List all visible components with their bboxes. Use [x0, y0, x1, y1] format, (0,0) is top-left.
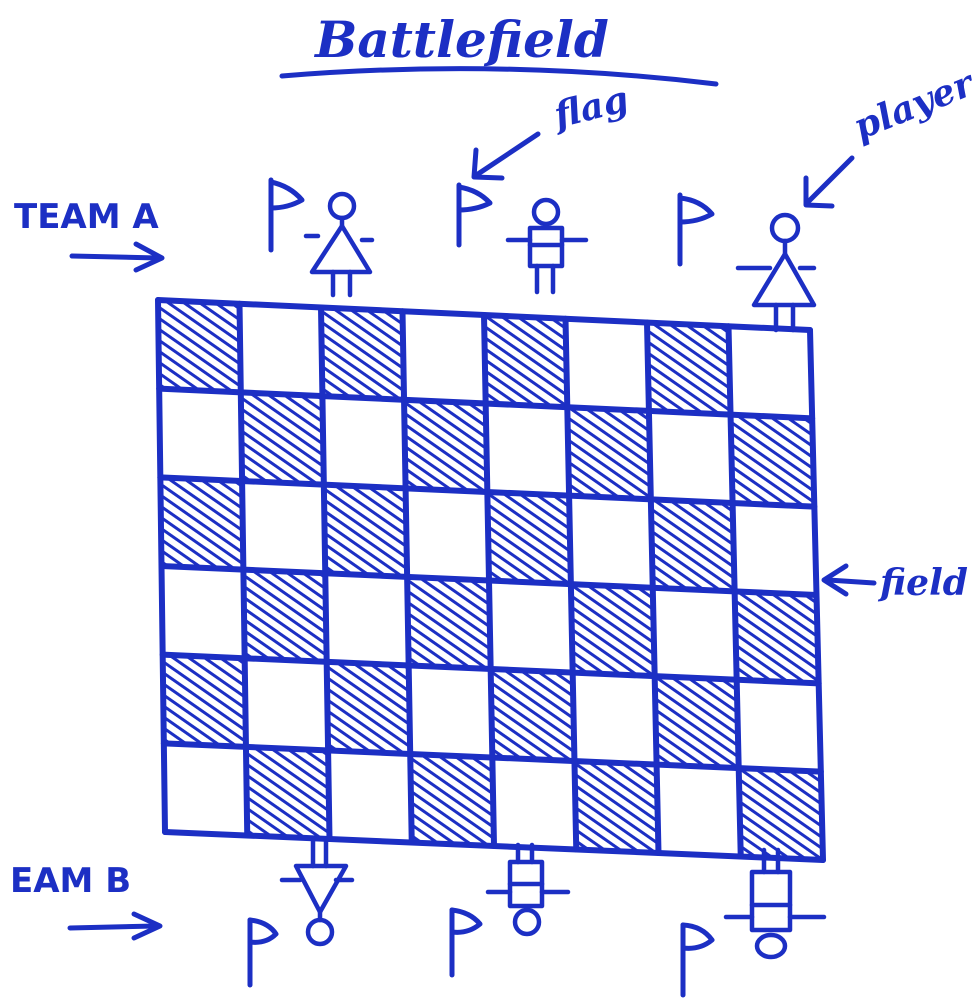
field-cell-shaded: [571, 584, 655, 676]
field-cell-empty: [322, 396, 405, 488]
flag-icon: [271, 180, 302, 250]
team-b-units: [250, 840, 824, 995]
field-cell-shaded: [731, 415, 815, 507]
player-icon: [738, 215, 814, 330]
field-label-arrow: [824, 566, 874, 594]
field-cell-empty: [649, 411, 733, 503]
field-cell-empty: [245, 658, 328, 750]
player-icon: [306, 194, 372, 295]
player-icon: [488, 845, 568, 934]
field-label: field: [877, 562, 968, 604]
team-b-arrow: [70, 914, 160, 938]
field-cell-shaded: [487, 492, 571, 584]
field-cell-empty: [489, 581, 573, 673]
field-cell-shaded: [241, 392, 324, 484]
player-label: player: [848, 61, 979, 148]
title-underline: [282, 69, 716, 84]
field-cell-empty: [409, 665, 493, 757]
field-cell-empty: [657, 765, 741, 857]
field-cell-empty: [653, 588, 737, 680]
field-cell-shaded: [324, 485, 407, 577]
field-cell-shaded: [739, 768, 823, 860]
field-cell-shaded: [246, 747, 330, 839]
team-b-label: EAM B: [10, 861, 131, 901]
field-cell-shaded: [651, 499, 735, 591]
field-cell-shaded: [574, 761, 658, 853]
field-cell-shaded: [647, 323, 731, 415]
field-cell-empty: [242, 481, 325, 573]
field-cell-empty: [403, 311, 486, 403]
field-cell-shaded: [484, 315, 567, 407]
flag-label: flag: [547, 78, 633, 138]
player-icon: [726, 850, 824, 957]
field-cell-shaded: [160, 477, 243, 569]
field-cell-shaded: [158, 300, 241, 392]
field-cell-shaded: [410, 754, 494, 846]
field-cell-shaded: [567, 407, 651, 499]
field-cell-empty: [406, 488, 489, 580]
field-cell-empty: [566, 319, 649, 411]
flag-icon: [250, 920, 276, 985]
field-cell-empty: [240, 304, 323, 396]
player-label-arrow: [806, 158, 852, 206]
team-a-arrow: [72, 244, 162, 270]
flag-icon: [452, 910, 480, 975]
field-cell-shaded: [407, 577, 491, 669]
flag-label-arrow: [474, 134, 538, 178]
field-cell-shaded: [735, 591, 819, 683]
field-cell-empty: [729, 326, 813, 418]
field-cell-shaded: [243, 570, 326, 662]
field-cell-empty: [159, 389, 242, 481]
field-cell-empty: [164, 743, 247, 835]
field-cell-shaded: [163, 655, 246, 747]
field-cell-empty: [492, 758, 576, 850]
flag-icon: [459, 185, 490, 245]
team-a-label: TEAM A: [14, 197, 159, 237]
page-title: Battlefield: [313, 10, 609, 69]
field-cell-shaded: [404, 400, 487, 492]
field-cell-empty: [573, 673, 657, 765]
player-icon: [282, 840, 352, 944]
field-cell-empty: [737, 680, 821, 772]
field-cell-empty: [328, 750, 412, 842]
field-cell-empty: [486, 404, 569, 496]
flag-icon: [680, 195, 712, 264]
field-cell-shaded: [491, 669, 575, 761]
field-cell-shaded: [655, 676, 739, 768]
field-cell-shaded: [321, 308, 404, 400]
field-cell-empty: [569, 496, 653, 588]
field-cell-shaded: [327, 662, 411, 754]
field-cell-empty: [325, 573, 408, 665]
field-cell-empty: [733, 503, 817, 595]
player-icon: [508, 200, 586, 292]
field-cell-empty: [162, 566, 245, 658]
flag-icon: [683, 925, 712, 995]
